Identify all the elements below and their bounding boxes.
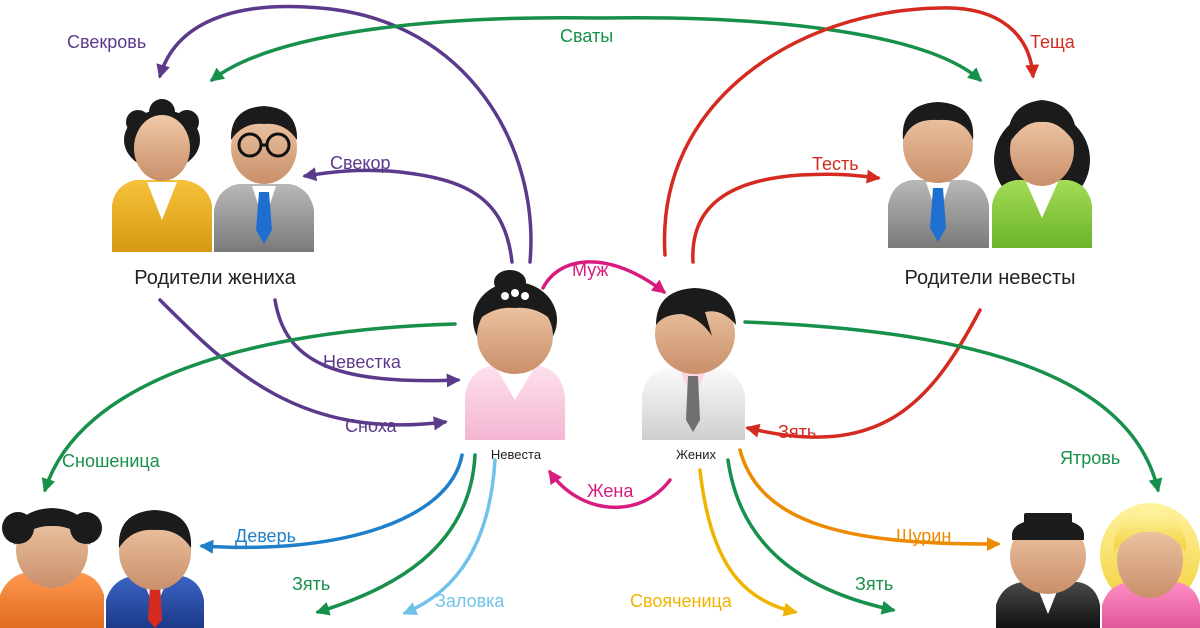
arrow-svekor: [302, 167, 514, 264]
bride-parents-caption: Родители невесты: [904, 267, 1075, 289]
label-nevestka: Невестка: [323, 352, 402, 372]
label-snoshenitsa: Сношеница: [62, 451, 161, 471]
arrow-snoshenitsa: [41, 322, 457, 493]
arrow-muzh: [541, 260, 667, 294]
arrow-yatrov: [743, 320, 1163, 493]
brother-in-law-right-avatar: [996, 513, 1100, 628]
label-svekrov: Свекровь: [67, 32, 146, 52]
label-shurin: Шурин: [896, 526, 951, 546]
label-tescha: Теща: [1030, 32, 1076, 52]
label-test: Тесть: [812, 154, 859, 174]
label-svoyachenitsa: Свояченица: [630, 591, 733, 611]
arrow-zyat-left: [315, 453, 477, 616]
arrow-zyat-bottom: [726, 458, 896, 615]
label-snokha: Сноха: [345, 416, 398, 436]
brother-in-law-avatar: [106, 510, 204, 628]
arrow-svaty-left: [209, 15, 602, 82]
arrow-zhena: [548, 469, 672, 510]
arrow-snokha: [158, 298, 448, 431]
sister-in-law-right-avatar: [1100, 503, 1200, 628]
bride-caption: Невеста: [491, 447, 542, 462]
arrow-svaty-right: [598, 15, 983, 82]
arrow-svekrov: [156, 4, 533, 264]
label-dever: Деверь: [235, 526, 296, 546]
arrow-nevestka: [273, 298, 461, 388]
arrow-dever: [199, 453, 464, 554]
label-muzh: Муж: [572, 260, 608, 280]
label-svaty: Сваты: [560, 26, 613, 46]
bride-avatar: [465, 270, 565, 440]
label-yatrov: Ятровь: [1060, 448, 1120, 468]
label-zalovka: Заловка: [435, 591, 505, 611]
label-zhena: Жена: [587, 481, 634, 501]
arrow-svoyachenitsa: [698, 468, 798, 617]
groom-caption: Жених: [676, 447, 717, 462]
groom-parents-caption: Родители жениха: [134, 267, 296, 289]
label-zyat-right: Зять: [778, 422, 816, 442]
groom-father-avatar: [214, 106, 314, 252]
arrow-test: [691, 169, 881, 264]
groom-mother-avatar: [112, 99, 212, 252]
label-zyat-left: Зять: [292, 574, 330, 594]
arrow-shurin: [738, 448, 1001, 552]
label-svekor: Свекор: [330, 153, 390, 173]
arrow-zalovka: [402, 458, 497, 616]
groom-avatar: [642, 288, 745, 440]
sister-in-law-avatar: [0, 508, 104, 628]
arrow-tescha: [662, 6, 1040, 257]
label-zyat-bottom: Зять: [855, 574, 893, 594]
bride-father-avatar: [888, 102, 989, 248]
bride-mother-avatar: [992, 100, 1092, 248]
arrow-zyat-right: [745, 308, 982, 439]
